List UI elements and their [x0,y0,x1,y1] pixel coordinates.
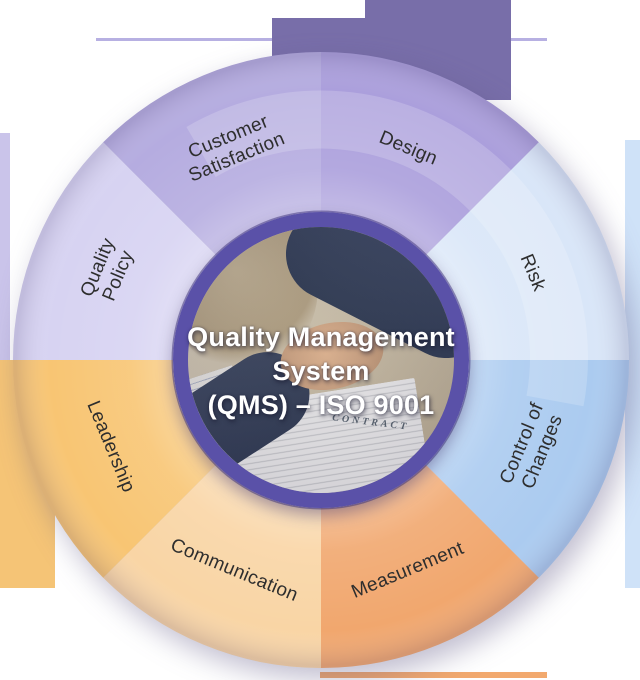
accent-line-bottom [320,672,547,678]
accent-strip-left [0,133,10,360]
accent-square-top-step [365,0,511,20]
accent-square-right [625,140,640,588]
diagram-title: Quality Management System (QMS) – ISO 90… [187,322,455,420]
photo-tint-overlay [188,227,454,493]
center-photo-circle: CONTRACT [173,212,469,508]
